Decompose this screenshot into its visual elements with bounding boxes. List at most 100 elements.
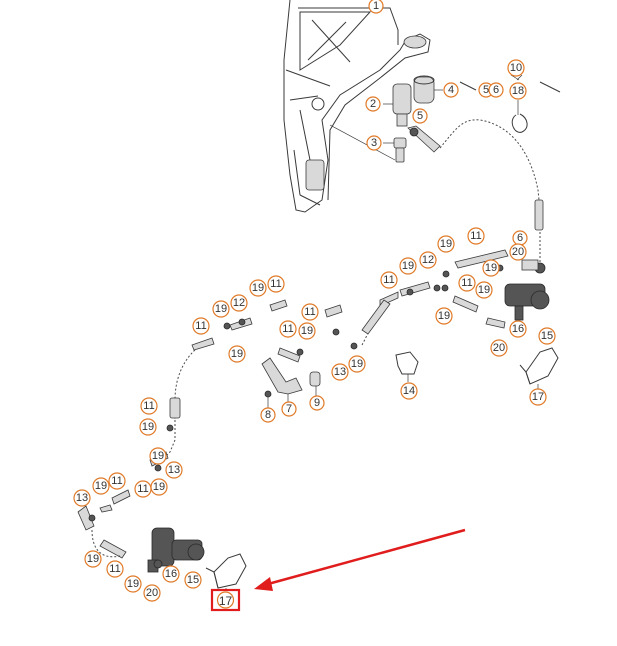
- svg-text:19: 19: [301, 325, 313, 337]
- callout-19-rightmid: 19: [475, 281, 493, 299]
- svg-text:13: 13: [168, 464, 180, 476]
- hose-piece: [407, 115, 441, 153]
- callout-11-lowleft: 11: [140, 397, 158, 415]
- callout-9: 9: [309, 395, 325, 411]
- svg-text:20: 20: [146, 587, 158, 599]
- callout-1: 1: [368, 0, 384, 14]
- callout-11-mid: 11: [380, 271, 398, 289]
- callout-8: 8: [260, 407, 276, 423]
- svg-text:9: 9: [314, 397, 320, 409]
- callout-19-lowleft4: 19: [150, 478, 168, 496]
- svg-text:19: 19: [95, 480, 107, 492]
- svg-text:5: 5: [483, 84, 489, 96]
- callout-15-bottom: 15: [184, 571, 202, 589]
- svg-text:17: 17: [532, 391, 544, 403]
- svg-text:11: 11: [470, 230, 481, 242]
- callout-12-mid: 12: [419, 251, 437, 269]
- callout-19-upperleft: 19: [249, 279, 267, 297]
- svg-text:19: 19: [478, 284, 490, 296]
- callout-11-bottom: 11: [106, 560, 124, 578]
- callout-20-bottom: 20: [143, 584, 161, 602]
- svg-text:11: 11: [137, 483, 148, 495]
- callout-11-left: 11: [192, 317, 210, 335]
- callout-10: 10: [507, 59, 525, 77]
- callout-11-upperleft: 11: [267, 275, 285, 293]
- right-hose-branch: [361, 249, 509, 346]
- right-nozzle-cover: [519, 347, 559, 390]
- callout-6: 6: [512, 230, 528, 246]
- svg-text:19: 19: [215, 303, 227, 315]
- svg-text:2: 2: [370, 98, 376, 110]
- left-nozzle-cover: [205, 553, 247, 592]
- svg-text:19: 19: [142, 421, 154, 433]
- pump-seal: [383, 137, 407, 163]
- washer-reservoir: [283, 0, 431, 213]
- svg-text:20: 20: [512, 246, 524, 258]
- svg-text:11: 11: [195, 320, 206, 332]
- callout-19-mid: 19: [399, 257, 417, 275]
- svg-text:19: 19: [351, 358, 363, 370]
- svg-text:18: 18: [512, 85, 524, 97]
- callout-19-top: 19: [437, 235, 455, 253]
- highlight-arrow: [254, 528, 466, 591]
- svg-text:11: 11: [270, 278, 281, 290]
- callout-19-center2: 19: [298, 322, 316, 340]
- callout-11-lowleft3: 11: [134, 480, 152, 498]
- callout-19-left: 19: [212, 300, 230, 318]
- callout-20-right-top: 20: [509, 243, 527, 261]
- callout-11-right: 11: [458, 274, 476, 292]
- callout-13-lowleft: 13: [165, 461, 183, 479]
- hose-junction-7-8-9: [261, 357, 321, 408]
- callout-13-far-left: 13: [73, 489, 91, 507]
- callout-3: 3: [366, 135, 382, 151]
- svg-text:3: 3: [371, 137, 377, 149]
- callout-16-bottom: 16: [162, 565, 180, 583]
- callout-11-center: 11: [301, 303, 319, 321]
- callout-11-top: 11: [467, 227, 485, 245]
- callout-5: 5: [412, 108, 428, 124]
- svg-text:11: 11: [109, 563, 120, 575]
- callout-19-left2: 19: [228, 345, 246, 363]
- svg-text:19: 19: [438, 310, 450, 322]
- svg-text:13: 13: [76, 492, 88, 504]
- callout-12-left: 12: [230, 294, 248, 312]
- svg-text:13: 13: [334, 366, 346, 378]
- callout-13-center: 13: [331, 363, 349, 381]
- svg-text:16: 16: [165, 568, 177, 580]
- svg-text:19: 19: [485, 262, 497, 274]
- left-hose-branch: [77, 299, 358, 559]
- callout-19-lowleft2: 19: [149, 447, 167, 465]
- callout-4: 4: [443, 82, 459, 98]
- svg-text:12: 12: [233, 297, 245, 309]
- callout-19-lowleft: 19: [139, 418, 157, 436]
- svg-text:7: 7: [286, 403, 292, 415]
- svg-text:15: 15: [187, 574, 199, 586]
- svg-text:4: 4: [448, 84, 454, 96]
- highlighted-callout-17[interactable]: 17: [210, 588, 241, 612]
- svg-text:1: 1: [373, 0, 379, 12]
- callout-15-right: 15: [538, 327, 556, 345]
- svg-text:17: 17: [219, 594, 233, 608]
- svg-text:6: 6: [517, 232, 523, 244]
- hose-clip-cover: [395, 351, 419, 382]
- svg-text:10: 10: [510, 62, 522, 74]
- right-washer-nozzle: [504, 259, 550, 321]
- callout-19-center: 19: [348, 355, 366, 373]
- callout-19-lowmid: 19: [435, 307, 453, 325]
- callout-7: 7: [281, 401, 297, 417]
- callout-11-center2: 11: [279, 320, 297, 338]
- svg-text:11: 11: [143, 400, 154, 412]
- svg-text:19: 19: [152, 450, 164, 462]
- svg-text:8: 8: [265, 409, 271, 421]
- svg-text:19: 19: [87, 553, 99, 565]
- svg-text:19: 19: [153, 481, 165, 493]
- svg-text:11: 11: [282, 323, 293, 335]
- callout-6-group: 6: [488, 82, 504, 98]
- callout-19-lowleft3: 19: [92, 477, 110, 495]
- svg-text:19: 19: [127, 578, 139, 590]
- svg-text:5: 5: [417, 110, 423, 122]
- callout-2: 2: [365, 96, 381, 112]
- washer-pump: [383, 83, 412, 127]
- svg-text:11: 11: [383, 274, 394, 286]
